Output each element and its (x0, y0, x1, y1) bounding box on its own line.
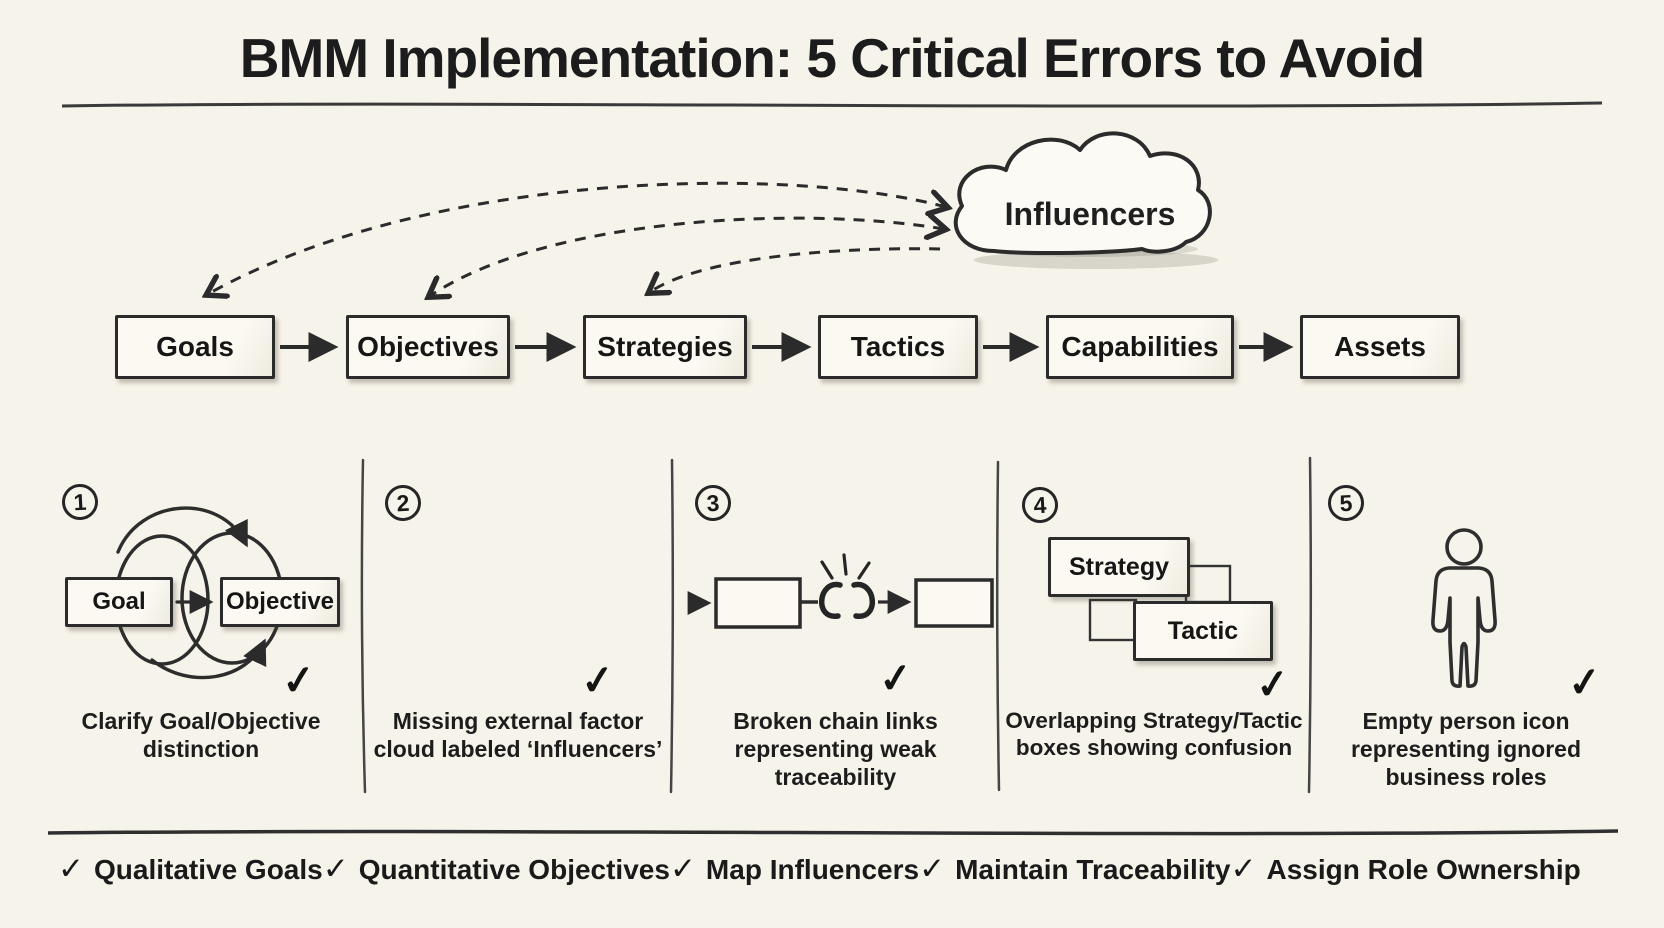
check-icon: ✓ (1230, 851, 1257, 886)
panel-caption: Broken chain links representing weak tra… (733, 708, 938, 791)
checklist-item-label: Maintain Traceability (955, 854, 1231, 885)
panel-divider (1307, 456, 1313, 794)
influence-arrows (208, 181, 946, 296)
checklist-item-label: Quantitative Objectives (358, 854, 670, 885)
objective-box: Objective (220, 577, 340, 627)
tactic-box: Tactic (1133, 601, 1273, 661)
panel-divider (360, 458, 367, 794)
checklist-item: ✓ Map Influencers (669, 851, 920, 888)
panel-error-5: 5 ✓ Empty person icon representing ignor… (1310, 455, 1622, 803)
panel-caption: Empty person icon representing ignored b… (1350, 708, 1582, 791)
goal-box: Goal (65, 577, 173, 627)
panel-error-3: 3 ✓ Broken chain links representing weak… (673, 455, 998, 803)
panel-error-2: 2 ✓ Missing external factor cloud labele… (363, 455, 673, 803)
panel-number-badge: 3 (694, 484, 732, 522)
check-icon: ✓ (578, 657, 617, 705)
goal-objective-arrows (116, 506, 267, 680)
best-practices-checklist: ✓ Qualitative Goals ✓ Quantitative Objec… (58, 851, 1581, 888)
broken-chain-icon (687, 553, 994, 629)
check-icon: ✓ (919, 851, 946, 886)
title-underline (61, 101, 1603, 108)
check-icon: ✓ (1253, 661, 1292, 709)
footer-divider (47, 829, 1619, 836)
panel-number-badge: 1 (61, 483, 99, 521)
check-icon: ✓ (1565, 659, 1604, 707)
checklist-item: ✓ Assign Role Ownership (1230, 851, 1581, 888)
panel-caption: Missing external factor cloud labeled ‘I… (373, 708, 663, 763)
checklist-item: ✓ Maintain Traceability (919, 851, 1231, 888)
page-title: BMM Implementation: 5 Critical Errors to… (239, 27, 1426, 89)
check-icon: ✓ (876, 655, 915, 703)
panel-number-badge: 5 (1327, 484, 1365, 522)
checklist-item-label: Assign Role Ownership (1266, 854, 1581, 885)
strategy-box: Strategy (1048, 537, 1190, 597)
checklist-item-label: Map Influencers (705, 854, 920, 885)
check-icon: ✓ (58, 851, 84, 886)
flow-box-goals: Goals (115, 315, 275, 379)
panel-number-badge: 4 (1021, 486, 1059, 524)
flow-box-strategies: Strategies (583, 315, 747, 379)
panel-error-1: 1 Goal Objective ✓ Clarify Goal/Objectiv… (40, 455, 363, 803)
checklist-item-label: Qualitative Goals (93, 854, 323, 885)
check-icon: ✓ (669, 851, 696, 886)
check-icon: ✓ (279, 657, 318, 705)
panel-caption: Overlapping Strategy/Tactic boxes showin… (1005, 708, 1303, 761)
panel-divider (669, 458, 675, 794)
checklist-item: ✓ Quantitative Objectives (322, 851, 670, 888)
flow-box-tactics: Tactics (818, 315, 978, 379)
panel-divider (995, 460, 1001, 792)
influencers-cloud-label: Influencers (1004, 196, 1176, 232)
panel-error-4: 4 Strategy Tactic ✓ Overlapping Strategy… (998, 455, 1310, 803)
flow-box-objectives: Objectives (346, 315, 510, 379)
panel-number-badge: 2 (384, 484, 422, 522)
panel-dividers (360, 456, 1313, 794)
flow-box-assets: Assets (1300, 315, 1460, 379)
checklist-item: ✓ Qualitative Goals (58, 851, 323, 888)
snap-burst-icon (820, 553, 871, 580)
check-icon: ✓ (322, 851, 349, 886)
person-icon (1431, 528, 1497, 688)
cloud-icon (953, 131, 1218, 269)
panel-caption: Clarify Goal/Objective distinction (81, 708, 321, 763)
flow-box-capabilities: Capabilities (1046, 315, 1234, 379)
